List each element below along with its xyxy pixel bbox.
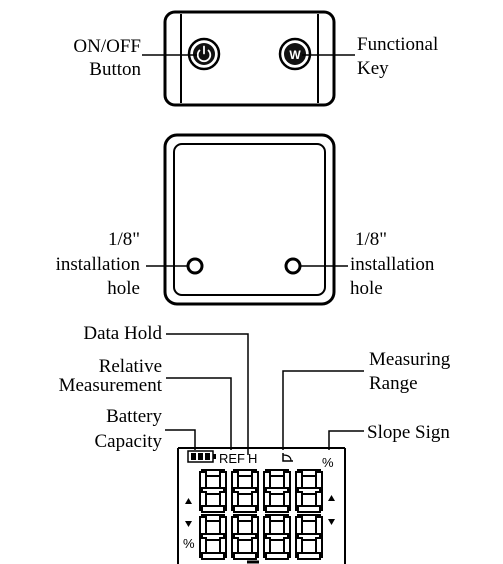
functional-key-letter: W <box>289 48 301 62</box>
relative-label-line1: Relative <box>99 356 162 377</box>
left-up-arrow-icon <box>185 498 192 504</box>
hole-right-label-line1: 1/8" <box>355 229 387 250</box>
relative-label-line2: Measurement <box>59 375 163 396</box>
back-device <box>146 133 348 306</box>
installation-hole-right <box>284 257 302 275</box>
right-down-arrow-icon <box>328 519 335 525</box>
power-icon <box>196 45 212 63</box>
functional-key-label-line1: Functional <box>357 34 438 55</box>
lcd-digit-0-0 <box>199 469 227 513</box>
lcd-digits <box>199 469 323 560</box>
measuring-range-label-line2: Range <box>369 373 418 394</box>
hole-right-label-line3: hole <box>350 278 383 299</box>
lcd-digit-0-1 <box>231 469 259 513</box>
battery-label-line1: Battery <box>106 406 162 427</box>
installation-hole-left <box>186 257 204 275</box>
on-off-button[interactable] <box>187 37 221 71</box>
slope-percent-indicator: % <box>322 455 334 470</box>
lcd-digit-0-2 <box>263 469 291 513</box>
left-down-arrow-icon <box>185 521 192 527</box>
lcd-digit-1-2 <box>263 514 291 560</box>
lcd-digit-1-0 <box>199 514 227 560</box>
data-hold-label: Data Hold <box>83 323 162 344</box>
battery-label-line2: Capacity <box>94 431 162 452</box>
measuring-range-label-line1: Measuring <box>369 349 451 370</box>
right-up-arrow-icon <box>328 495 335 501</box>
on-off-label-line1: ON/OFF <box>73 36 141 57</box>
on-off-label-line2: Button <box>89 59 141 80</box>
functional-key-button[interactable]: W <box>278 37 312 71</box>
hole-left-label-line3: hole <box>107 278 140 299</box>
lcd-leader-lines <box>165 333 364 455</box>
hole-right-label-line2: installation <box>350 254 435 275</box>
lcd-digit-0-3 <box>295 469 323 513</box>
functional-key-label-line2: Key <box>357 58 389 79</box>
hole-left-label-line1: 1/8" <box>108 229 140 250</box>
hole-left-label-line2: installation <box>56 254 141 275</box>
hold-indicator: H <box>248 451 257 466</box>
button-device: W <box>142 10 355 107</box>
slope-sign-label: Slope Sign <box>367 422 450 443</box>
ref-indicator: REF <box>219 451 245 466</box>
lcd-digit-1-3 <box>295 514 323 560</box>
bottom-percent-indicator: % <box>183 536 195 551</box>
measuring-range-icon <box>282 453 293 462</box>
battery-icon <box>187 450 216 463</box>
lcd-panel: REF H % % <box>177 447 346 564</box>
lcd-digit-1-1 <box>231 514 259 560</box>
